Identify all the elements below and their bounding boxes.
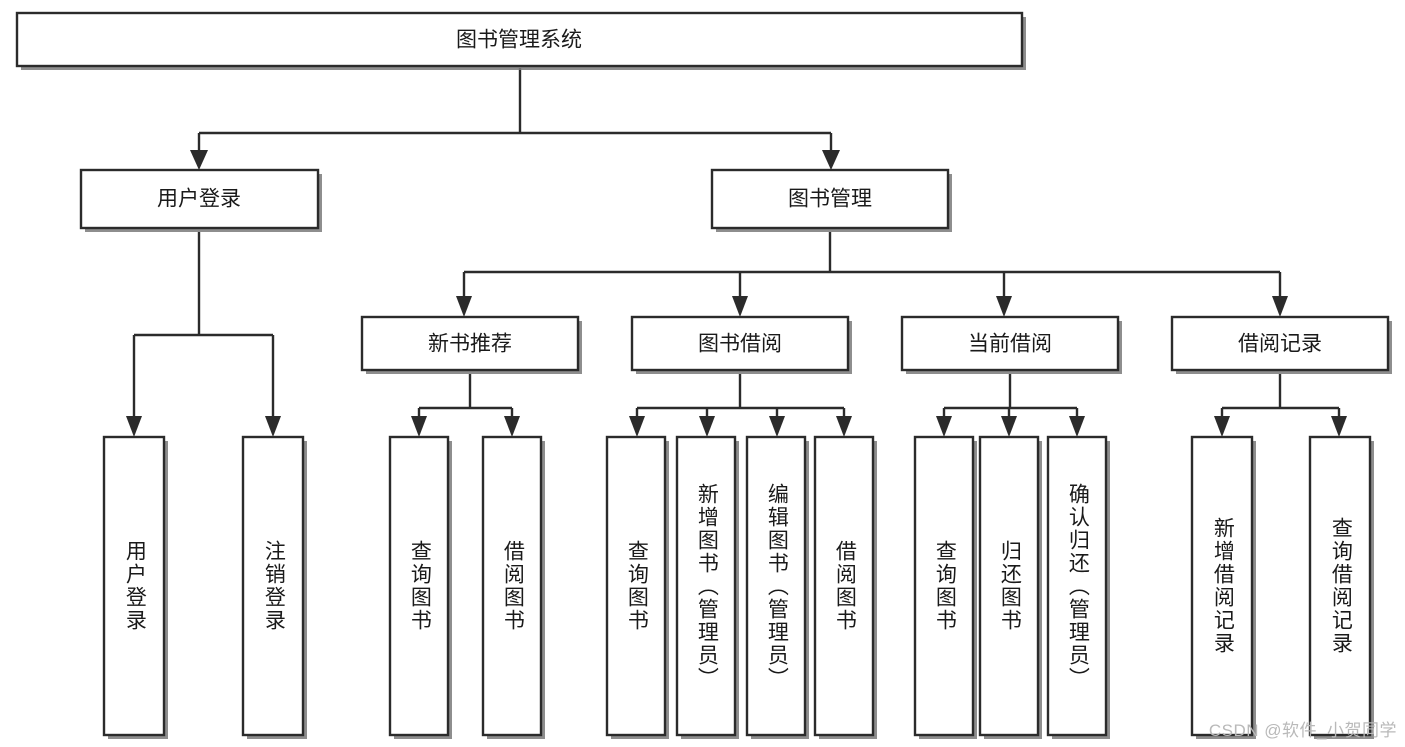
connector-borrowrecord-to-leaves [1214,374,1347,437]
node-rect [630,315,850,372]
leaf-node-record-add[interactable] [1190,435,1256,739]
arrow-head-icon [1272,296,1288,317]
arrow-head-icon [1001,416,1017,437]
arrow-head-icon [732,296,748,317]
arrow-head-icon [822,150,840,170]
node-label-current-borrow: 当前借阅 [968,333,1052,356]
arrow-head-icon [504,416,520,437]
node-rect [605,435,667,737]
node-rect [745,435,807,737]
leaf-node-borrow-query[interactable] [605,435,669,739]
arrow-head-icon [456,296,472,317]
node-label-book-management: 图书管理 [788,188,872,211]
node-rect [675,435,737,737]
node-book-borrow[interactable]: 图书借阅 [630,315,852,374]
arrow-head-icon [1331,416,1347,437]
node-rect [813,435,875,737]
leaf-node-user-login-login[interactable] [102,435,168,739]
connector-root-to-level1 [190,68,840,170]
node-book-management[interactable]: 图书管理 [710,168,952,232]
node-label-new-book-recommend: 新书推荐 [428,333,512,356]
node-rect [978,435,1040,737]
node-rect [1190,435,1254,737]
node-rect [79,168,320,230]
connector-bookborrow-to-leaves [629,374,852,437]
arrow-head-icon [769,416,785,437]
arrow-head-icon [1069,416,1085,437]
leaf-node-borrow-edit[interactable] [745,435,809,739]
leaf-node-current-query[interactable] [913,435,977,739]
leaf-node-newbook-query[interactable] [388,435,452,739]
arrow-head-icon [936,416,952,437]
leaf-node-user-logout[interactable] [241,435,307,739]
node-rect [1170,315,1390,372]
node-label-borrow-record: 借阅记录 [1238,333,1322,356]
node-rect [241,435,305,737]
node-current-borrow[interactable]: 当前借阅 [900,315,1122,374]
arrow-head-icon [629,416,645,437]
node-label-root: 图书管理系统 [456,29,582,52]
node-borrow-record[interactable]: 借阅记录 [1170,315,1392,374]
node-rect [710,168,950,230]
leaf-node-newbook-borrow[interactable] [481,435,545,739]
node-rect [15,11,1024,68]
node-rect [388,435,450,737]
leaf-node-current-confirm-return[interactable] [1046,435,1110,739]
leaf-node-current-return[interactable] [978,435,1042,739]
node-new-book-recommend[interactable]: 新书推荐 [360,315,582,374]
arrow-head-icon [996,296,1012,317]
leaf-node-borrow-add[interactable] [675,435,739,739]
node-rect [1308,435,1372,737]
leaf-node-borrow-book[interactable] [813,435,877,739]
node-label-user-login: 用户登录 [157,188,241,211]
watermark-text: CSDN @软件_小贺同学 [1208,721,1397,740]
leaf-node-record-query[interactable] [1308,435,1374,739]
node-user-login[interactable]: 用户登录 [79,168,322,232]
arrow-head-icon [836,416,852,437]
node-rect [913,435,975,737]
node-root-system[interactable]: 图书管理系统 [15,11,1026,70]
node-label-book-borrow: 图书借阅 [698,333,782,356]
connector-userlogin-to-leaves [126,232,281,437]
arrow-head-icon [699,416,715,437]
node-rect [481,435,543,737]
connector-currentborrow-to-leaves [936,374,1085,437]
node-rect [102,435,166,737]
arrow-head-icon [1214,416,1230,437]
node-rect [360,315,580,372]
connector-newbook-to-leaves [411,374,520,437]
node-rect [1046,435,1108,737]
arrow-head-icon [126,416,142,437]
node-rect [900,315,1120,372]
arrow-head-icon [190,150,208,170]
arrow-head-icon [411,416,427,437]
arrow-head-icon [265,416,281,437]
connector-bookmgmt-to-level2 [456,232,1288,317]
